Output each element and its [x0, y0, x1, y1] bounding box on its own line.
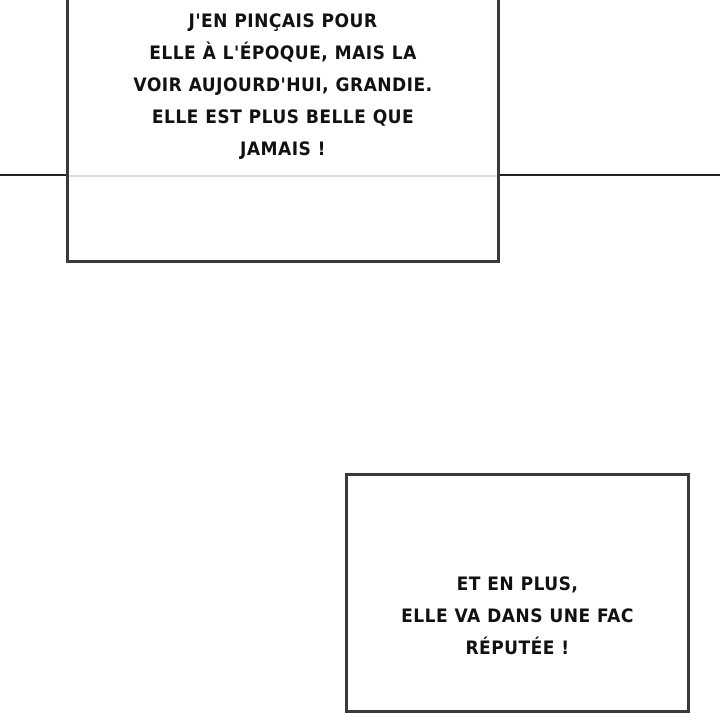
caption-text-1: J'EN PINÇAIS POUR ELLE À L'ÉPOQUE, MAIS …	[90, 5, 475, 165]
caption-line: ET EN PLUS,	[456, 573, 579, 595]
caption-line: ELLE EST PLUS BELLE QUE	[151, 106, 415, 128]
caption-box-2: ET EN PLUS, ELLE VA DANS UNE FAC RÉPUTÉE…	[345, 473, 690, 713]
caption-line: JAMAIS !	[240, 138, 326, 160]
caption-text-2: ET EN PLUS, ELLE VA DANS UNE FAC RÉPUTÉE…	[365, 568, 670, 664]
caption-line: VOIR AUJOURD'HUI, GRANDIE.	[133, 74, 433, 96]
caption-line: ELLE VA DANS UNE FAC	[401, 605, 634, 627]
caption-line: RÉPUTÉE !	[465, 637, 570, 659]
caption-line: ELLE À L'ÉPOQUE, MAIS LA	[149, 42, 417, 64]
caption-line: J'EN PINÇAIS POUR	[188, 10, 378, 32]
caption-box-1: J'EN PINÇAIS POUR ELLE À L'ÉPOQUE, MAIS …	[66, 0, 500, 263]
